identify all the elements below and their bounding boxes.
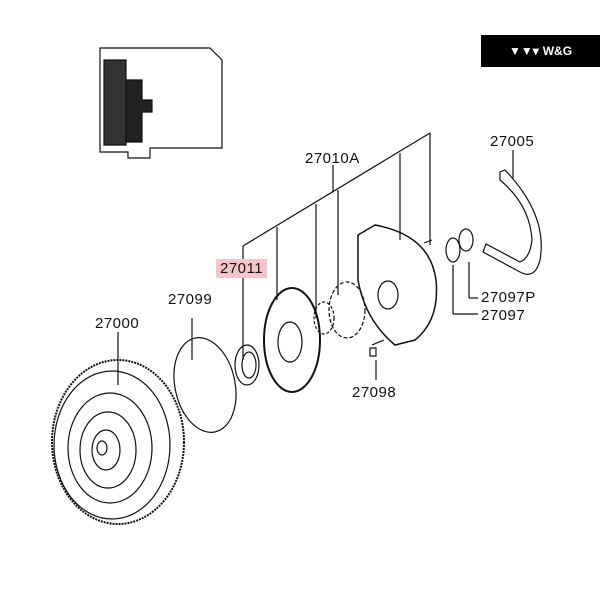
logo-text: W&G: [542, 44, 573, 58]
leader-lines: [117, 132, 514, 385]
brand-logo: ▼▼▾W&G: [481, 35, 600, 67]
label-27011-highlighted: 27011: [216, 259, 268, 278]
label-27005: 27005: [490, 133, 535, 150]
pump-housing: [263, 287, 321, 393]
oil-seal-27011: [234, 344, 260, 386]
pump-gears: [313, 281, 366, 339]
label-27097: 27097: [481, 307, 526, 324]
label-27000: 27000: [95, 315, 140, 332]
seal-rings: [445, 228, 474, 263]
label-27097P: 27097P: [481, 289, 536, 306]
torque-converter: [51, 359, 185, 525]
logo-mark-icon: ▼▼▾: [508, 44, 539, 58]
o-ring-27099: [173, 337, 237, 433]
bolts: [369, 239, 433, 357]
transmission-thumbnail: [99, 47, 223, 159]
label-27098: 27098: [352, 384, 397, 401]
label-27010A: 27010A: [305, 150, 360, 167]
pump-cover: [357, 224, 438, 346]
gasket-27005: [482, 169, 542, 275]
label-27099: 27099: [168, 291, 213, 308]
